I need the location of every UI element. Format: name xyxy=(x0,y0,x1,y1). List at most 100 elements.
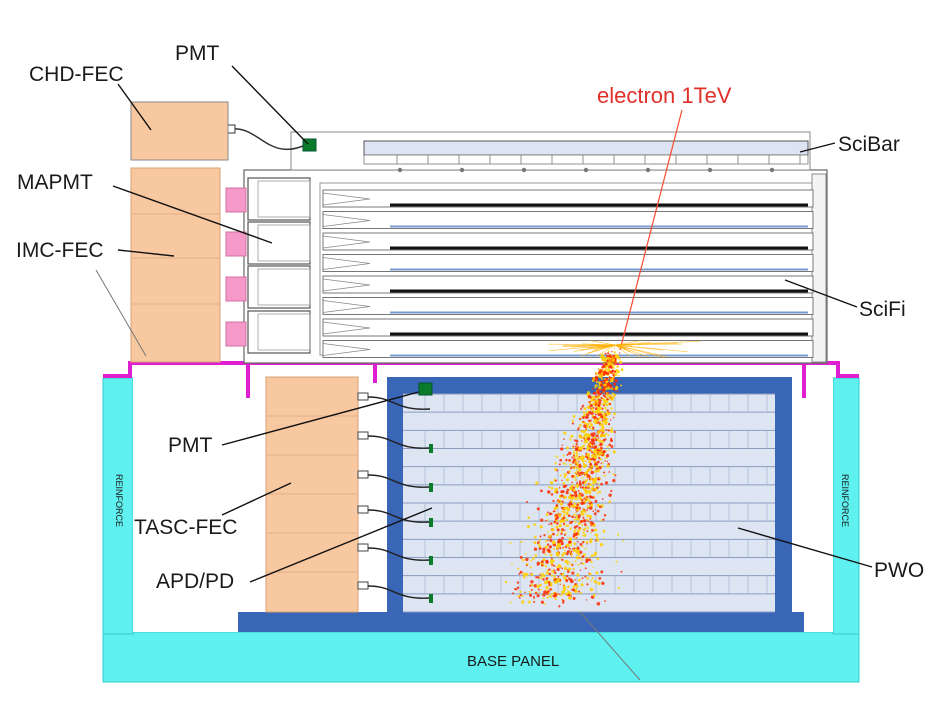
shower-hit xyxy=(607,422,611,426)
shower-hit xyxy=(605,377,609,381)
shower-hit xyxy=(606,421,608,424)
shower-hit xyxy=(579,519,584,524)
shower-hit xyxy=(558,593,560,595)
leader-scifi xyxy=(784,279,858,308)
shower-hit xyxy=(564,529,566,531)
shower-hit xyxy=(569,438,572,441)
shower-hit xyxy=(555,545,560,550)
shower-hit xyxy=(578,456,581,458)
scifi-tray xyxy=(322,297,814,315)
shower-hit xyxy=(599,356,602,359)
mapmt-connector xyxy=(225,321,247,347)
shower-hit xyxy=(579,592,582,595)
shower-hit xyxy=(593,391,596,394)
shower-hit xyxy=(596,602,601,606)
shower-hit xyxy=(579,417,582,421)
shower-hit xyxy=(570,550,573,553)
scifi-tray xyxy=(322,189,814,208)
shower-hit xyxy=(617,533,620,536)
shower-ray xyxy=(614,344,633,347)
shower-hit xyxy=(599,458,603,461)
shower-hit xyxy=(532,595,535,598)
shower-hit xyxy=(613,412,617,416)
shower-hit xyxy=(574,516,577,519)
shower-hit xyxy=(552,559,555,562)
shower-hit xyxy=(605,385,608,388)
shower-hit xyxy=(594,452,598,456)
shower-hit xyxy=(585,498,587,501)
shower-hit xyxy=(583,437,586,440)
shower-hit xyxy=(573,547,576,550)
shower-hit xyxy=(575,511,577,514)
leader-scibar xyxy=(799,142,836,153)
shower-hit xyxy=(560,594,563,597)
shower-hit xyxy=(567,536,569,538)
shower-hit xyxy=(556,528,560,532)
shower-hit xyxy=(608,493,612,497)
shower-hit xyxy=(575,439,579,443)
shower-hit xyxy=(596,492,599,495)
shower-hit xyxy=(567,550,570,553)
shower-hit xyxy=(570,537,572,540)
shower-hit xyxy=(610,360,613,363)
shower-hit xyxy=(577,494,581,498)
shower-hit xyxy=(574,485,577,488)
shower-hit xyxy=(574,536,577,540)
shower-hit xyxy=(563,472,568,477)
shower-hit xyxy=(574,520,577,523)
shower-hit xyxy=(589,477,593,481)
shower-hit xyxy=(603,434,606,437)
shower-hit xyxy=(589,517,592,520)
shower-hit xyxy=(586,543,588,545)
shower-hit xyxy=(562,522,566,525)
shower-hit xyxy=(595,539,597,542)
shower-hit xyxy=(590,398,594,402)
shower-hit xyxy=(550,486,554,490)
shower-hit xyxy=(509,601,512,604)
shower-ray xyxy=(587,344,616,354)
shower-hit xyxy=(591,445,594,449)
shower-hit xyxy=(600,462,603,465)
shower-hit xyxy=(604,367,607,369)
shower-hit xyxy=(605,429,608,431)
shower-hit xyxy=(537,543,541,546)
shower-hit xyxy=(580,407,583,411)
shower-hit xyxy=(558,524,562,528)
shower-hit xyxy=(575,528,577,531)
shower-hit xyxy=(576,537,578,539)
shower-hit xyxy=(608,402,612,406)
shower-hit xyxy=(539,535,542,538)
shower-hit xyxy=(583,484,585,487)
shower-hit xyxy=(588,519,590,521)
shower-hit xyxy=(588,411,592,414)
shower-hit xyxy=(602,461,605,464)
shower-hit xyxy=(586,392,590,396)
shower-hit xyxy=(612,358,616,362)
scifi-taper xyxy=(322,257,371,270)
scibar-screw xyxy=(645,167,651,173)
shower-hit xyxy=(582,479,585,481)
shower-ray xyxy=(595,344,616,349)
shower-hit xyxy=(529,584,532,587)
shower-hit xyxy=(598,370,602,374)
shower-hit xyxy=(602,518,605,521)
shower-hit xyxy=(582,553,586,557)
shower-hit xyxy=(570,434,574,438)
shower-hit xyxy=(590,531,592,534)
shower-hit xyxy=(596,460,600,464)
shower-hit xyxy=(593,399,596,402)
shower-hit xyxy=(602,474,605,477)
shower-hit xyxy=(605,396,608,399)
shower-hit xyxy=(593,579,598,584)
shower-hit xyxy=(599,429,602,432)
shower-hit xyxy=(592,416,596,419)
shower-hit xyxy=(609,376,612,380)
shower-hit xyxy=(545,585,549,590)
shower-hit xyxy=(579,550,583,554)
shower-hit xyxy=(558,564,562,568)
shower-hit xyxy=(560,530,564,533)
shower-hit xyxy=(605,371,610,376)
shower-hit xyxy=(576,466,579,470)
shower-hit xyxy=(568,537,573,541)
shower-hit xyxy=(580,583,584,587)
